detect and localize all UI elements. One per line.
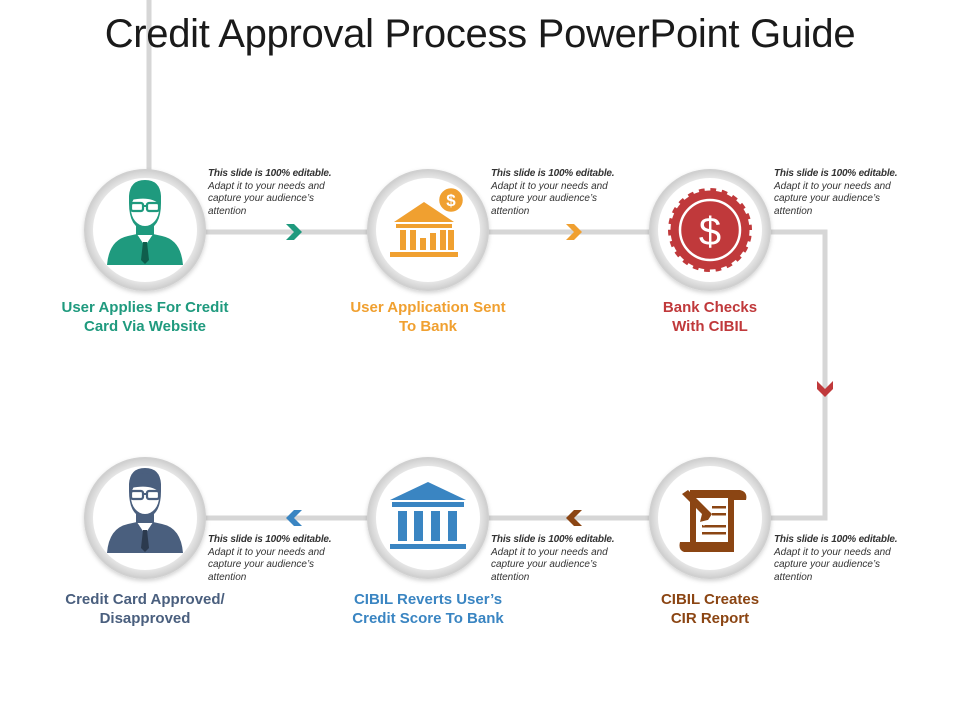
- step-label-line2: Card Via Website: [84, 318, 206, 335]
- scroll-pen-icon: [679, 490, 747, 552]
- note-line: attention: [208, 205, 247, 217]
- note-4: This slide is 100% editable. Adapt it to…: [208, 534, 358, 584]
- step-label-line2: Disapproved: [99, 610, 191, 627]
- bank-dollar-icon: $: [390, 185, 466, 257]
- note-line: attention: [491, 205, 530, 217]
- note-heading: This slide is 100% editable.: [774, 534, 898, 545]
- note-2: This slide is 100% editable. Adapt it to…: [491, 168, 641, 218]
- slide-title: Credit Approval Process PowerPoint Guide: [104, 12, 856, 56]
- businessman-icon: [107, 468, 183, 553]
- note-heading: This slide is 100% editable.: [491, 534, 615, 545]
- note-line: attention: [774, 571, 813, 583]
- step-label-line1: CIBIL Reverts User’s: [353, 591, 503, 608]
- note-1: This slide is 100% editable. Adapt it to…: [208, 168, 358, 218]
- step-label-1: User Applies For Credit Card Via Website: [45, 298, 245, 336]
- step-label-line2: To Bank: [398, 318, 458, 335]
- note-line: Adapt it to your needs and: [774, 180, 891, 192]
- businessman-icon: [107, 180, 183, 265]
- step-label-3: Bank Checks With CIBIL: [610, 298, 810, 336]
- note-line: Adapt it to your needs and: [491, 546, 608, 558]
- note-line: Adapt it to your needs and: [774, 546, 891, 558]
- note-line: attention: [774, 205, 813, 217]
- note-line: capture your audience’s: [491, 193, 597, 204]
- chevron-left-icon: [566, 510, 582, 526]
- note-line: capture your audience’s: [208, 193, 314, 204]
- step-label-2: User Application Sent To Bank: [328, 298, 528, 336]
- note-line: Adapt it to your needs and: [208, 180, 325, 192]
- note-heading: This slide is 100% editable.: [208, 168, 332, 179]
- step-label-line2: With CIBIL: [672, 318, 748, 335]
- step-label-line1: User Applies For Credit: [61, 299, 229, 316]
- note-line: attention: [491, 571, 530, 583]
- note-line: capture your audience’s: [208, 559, 314, 570]
- note-line: attention: [208, 571, 247, 583]
- chevron-down-icon: [817, 381, 833, 397]
- dollar-coin-icon: $: [665, 185, 755, 275]
- note-heading: This slide is 100% editable.: [774, 168, 898, 179]
- svg-text:$: $: [446, 191, 456, 210]
- note-6: This slide is 100% editable. Adapt it to…: [774, 534, 924, 584]
- connector-3-4: [770, 229, 828, 521]
- chevron-left-icon: [286, 510, 302, 526]
- step-label-line1: Bank Checks: [662, 299, 758, 316]
- step-label-line1: User Application Sent: [350, 299, 506, 316]
- note-line: capture your audience’s: [491, 559, 597, 570]
- note-5: This slide is 100% editable. Adapt it to…: [491, 534, 641, 584]
- note-line: capture your audience’s: [774, 193, 880, 204]
- note-heading: This slide is 100% editable.: [208, 534, 332, 545]
- chevron-right-icon: [286, 224, 302, 240]
- note-heading: This slide is 100% editable.: [491, 168, 615, 179]
- note-3: This slide is 100% editable. Adapt it to…: [774, 168, 924, 218]
- step-label-line1: CIBIL Creates: [660, 591, 760, 608]
- note-line: Adapt it to your needs and: [491, 180, 608, 192]
- step-label-line1: Credit Card Approved/: [65, 591, 225, 608]
- step-circle-5: [367, 457, 489, 579]
- note-line: capture your audience’s: [774, 559, 880, 570]
- note-line: Adapt it to your needs and: [208, 546, 325, 558]
- step-circle-2: [367, 169, 489, 291]
- bank-building-icon: [390, 482, 466, 549]
- step-label-5: CIBIL Reverts User’s Credit Score To Ban…: [328, 590, 528, 628]
- svg-text:$: $: [699, 210, 721, 254]
- step-label-6: Credit Card Approved/ Disapproved: [45, 590, 245, 628]
- step-label-line2: CIR Report: [670, 610, 750, 627]
- chevron-right-icon: [566, 224, 582, 240]
- step-label-line2: Credit Score To Bank: [352, 610, 504, 627]
- step-label-4: CIBIL Creates CIR Report: [610, 590, 810, 628]
